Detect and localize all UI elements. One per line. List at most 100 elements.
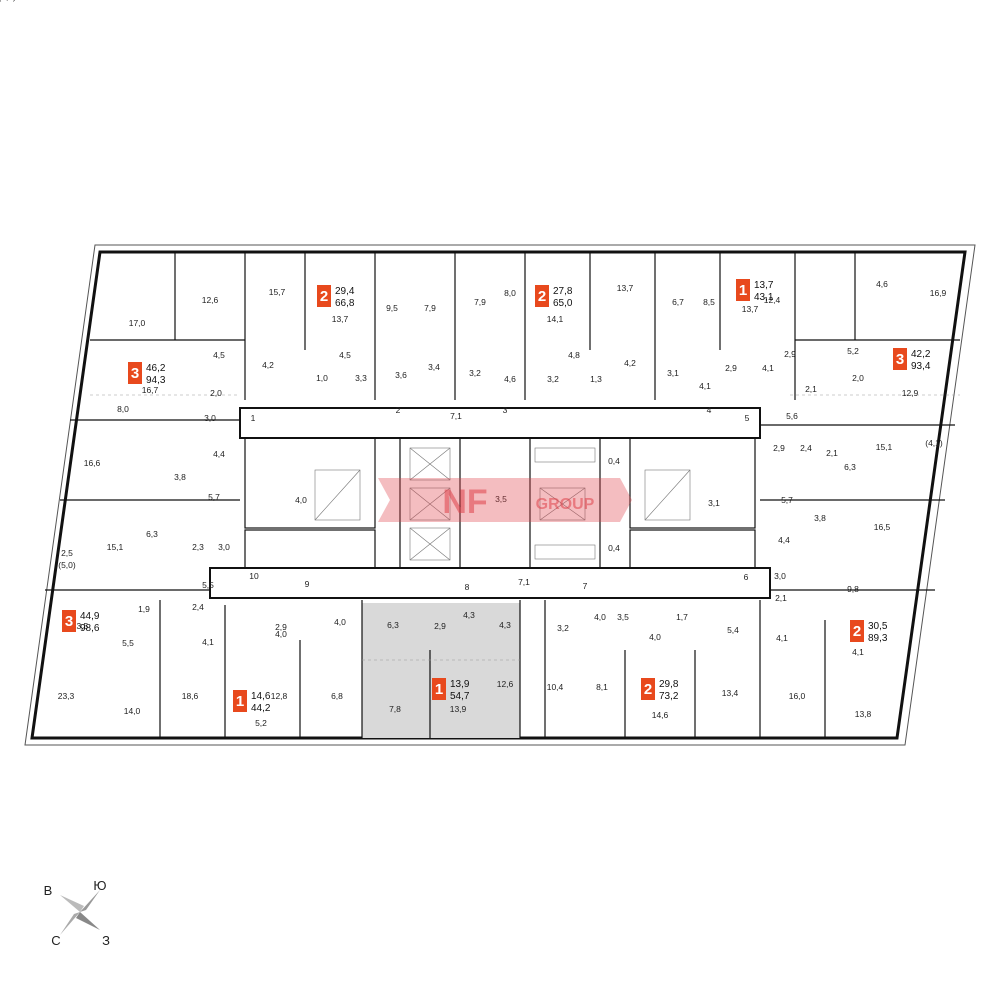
room-area-label: 9 [305,579,310,589]
room-area-label: 5 [745,413,750,423]
room-area-label: 16,7 [142,385,159,395]
room-area-label: 3,5 [495,494,507,504]
apartment-badge-box [850,620,864,642]
room-area-label: 12,8 [271,691,288,701]
room-area-label: 9,5 [386,303,398,313]
room-area-label: 5,5 [122,638,134,648]
watermark: NF GROUP [378,478,632,522]
room-area-label: 8,0 [117,404,129,414]
apartment-badge-box [893,348,907,370]
room-area-label: 2,9 [725,363,737,373]
room-area-label: 2,0 [210,388,222,398]
apartment-rooms-count: 3 [131,365,139,382]
apartment-living-area: 46,2 [146,363,166,374]
apartment-rooms-count: 2 [644,681,652,698]
room-area-label: 4 [707,405,712,415]
apartment-total-area: 73,2 [659,691,679,702]
room-area-label: 8,1 [596,682,608,692]
apartment-badge-box [641,678,655,700]
room-area-label: 1,3 [590,374,602,384]
apartment-total-area: 44,2 [251,703,271,714]
room-area-label: 2,0 [852,373,864,383]
apartment-living-area: 30,5 [868,621,888,632]
room-area-label: 8,5 [703,297,715,307]
room-area-label: 7,1 [518,577,530,587]
room-area-label: 10,4 [547,682,564,692]
room-area-label: 3,8 [814,513,826,523]
room-area-label: 14,1 [547,314,564,324]
room-area-label: 7,9 [424,303,436,313]
room-area-label: 4,3 [499,620,511,630]
room-area-label: 4,0 [334,617,346,627]
room-area-label: 17,0 [129,318,146,328]
apartment-living-area: 29,8 [659,679,679,690]
room-area-label: 13,7 [617,283,634,293]
room-area-label: 5,6 [786,411,798,421]
room-area-label: 7,1 [450,411,462,421]
room-area-label: 4,0 [275,629,287,639]
highlighted-apartment[interactable] [362,603,520,738]
room-area-label: 7,9 [474,297,486,307]
room-area-label: 3,2 [469,368,481,378]
apartment-badge-box [233,690,247,712]
watermark-text-a: NF [442,483,487,521]
apartment-rooms-count: 1 [236,693,244,710]
room-area-label: 4,1 [202,637,214,647]
room-area-label: 12,6 [497,679,514,689]
apartment-living-area: 42,2 [911,349,931,360]
room-area-label: 15,1 [107,542,124,552]
building-outline [24,244,976,746]
room-area-label: 13,9 [450,704,467,714]
room-area-label: 3,1 [708,498,720,508]
room-area-label: 2,4 [800,443,812,453]
room-area-label: 2,9 [434,621,446,631]
apartment-total-area: 65,0 [553,298,573,309]
room-area-label: 23,3 [58,691,75,701]
room-area-label: 3,0 [218,542,230,552]
apartment-total-area: 93,4 [911,361,931,372]
room-area-label: 7 [583,581,588,591]
room-area-label: 2,1 [775,593,787,603]
room-area-label: 3,1 [667,368,679,378]
room-area-label: 12,4 [764,295,781,305]
room-area-label: 4,4 [213,449,225,459]
room-area-label: 16,5 [874,522,891,532]
room-area-label: 13,5 [72,621,89,631]
room-area-label: 6,3 [387,620,399,630]
room-area-label: 16,0 [789,691,806,701]
apartment-living-area: 14,6 [251,691,271,702]
room-area-label: 2,9 [275,622,287,632]
compass-label-yu: Ю [93,878,106,893]
room-area-label: (5,0) [58,560,76,570]
room-area-label: 4,1 [699,381,711,391]
apartment-badge[interactable]: 1 14,644,2 [233,690,271,714]
room-area-label: 13,4 [722,688,739,698]
apartment-total-area: 43,1 [754,292,774,303]
apartment-rooms-count: 2 [853,623,861,640]
room-area-label: 2 [396,405,401,415]
room-area-label: 4,0 [295,495,307,505]
room-area-label: 5,7 [781,495,793,505]
apartment-badge[interactable]: 2 29,873,2 [641,678,679,702]
room-area-label: 3 [503,405,508,415]
room-area-label: 2,6 (5,1) [0,0,16,2]
building-core [244,437,756,569]
room-area-label: 12,6 [202,295,219,305]
room-area-label: 3,8 [174,472,186,482]
room-area-label: 4,2 [624,358,636,368]
room-area-label: 1,7 [676,612,688,622]
room-area-label: 4,6 [876,279,888,289]
room-area-label: 4,8 [568,350,580,360]
apartment-living-area: 13,9 [450,679,470,690]
room-area-label: 5,2 [847,346,859,356]
